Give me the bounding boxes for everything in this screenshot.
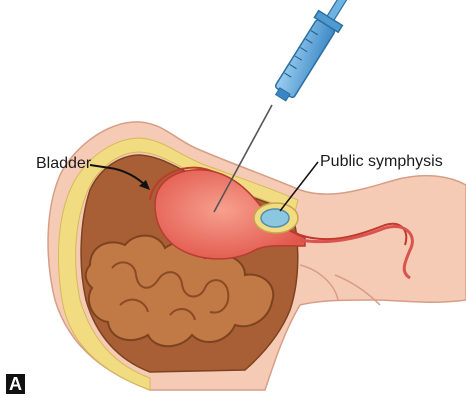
syringe [269, 0, 363, 105]
pubic-symphysis-label: Public symphysis [320, 153, 443, 171]
bladder-label: Bladder [36, 155, 91, 173]
panel-letter: A [6, 374, 25, 394]
pubic-symphysis [254, 203, 298, 233]
